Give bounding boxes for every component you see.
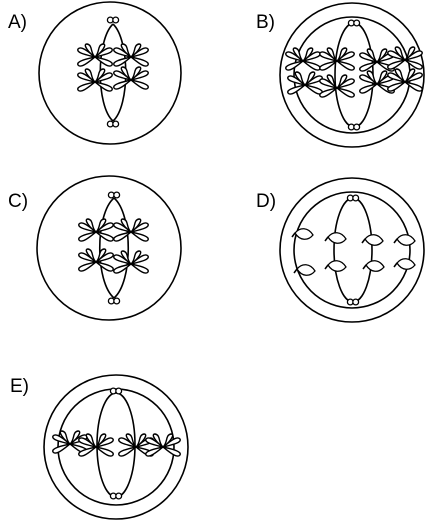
centrosome-top xyxy=(347,195,358,201)
panel-c-label: C) xyxy=(8,191,28,212)
chromatid xyxy=(325,261,346,272)
chromosome xyxy=(286,48,320,70)
chromosome xyxy=(79,219,113,241)
chromosome xyxy=(114,219,148,241)
panel-a-label: A) xyxy=(8,12,27,33)
spindle-inner xyxy=(335,23,373,127)
chromatid xyxy=(362,235,383,246)
chromosome xyxy=(114,67,148,89)
panel-c: C) xyxy=(8,176,181,320)
centrosome-bottom xyxy=(108,298,119,304)
chromosome xyxy=(78,69,112,91)
spindle-inner xyxy=(334,198,372,302)
panel-e: E) xyxy=(10,375,188,519)
chromosome xyxy=(288,72,322,94)
panel-b: B) xyxy=(256,3,424,147)
chromosome xyxy=(114,44,148,66)
panel-b-label: B) xyxy=(256,12,275,33)
spindle-outer xyxy=(294,192,410,308)
panel-d: D) xyxy=(256,178,424,322)
chromatid xyxy=(394,235,415,246)
centrosome-top xyxy=(107,17,118,23)
chromatid xyxy=(363,261,384,272)
chromosome xyxy=(79,249,113,271)
centrosome-bottom xyxy=(347,299,358,305)
chromatid xyxy=(325,233,346,244)
chromosome xyxy=(78,44,112,66)
chromosome xyxy=(388,69,422,91)
spindle-fiber-left xyxy=(100,198,114,298)
centrosome-top xyxy=(108,192,119,198)
centrosome-top xyxy=(348,20,359,26)
panel-a: A) xyxy=(8,2,181,144)
centrosome-bottom xyxy=(348,124,359,130)
spindle-fiber-right xyxy=(114,198,128,298)
centrosome-top xyxy=(110,388,121,394)
centrosome-bottom xyxy=(107,121,118,127)
panel-d-label: D) xyxy=(256,191,276,212)
centrosome-bottom xyxy=(110,493,121,499)
chromatid xyxy=(394,259,415,270)
panel-e-label: E) xyxy=(10,376,29,397)
chromosome xyxy=(114,251,148,273)
